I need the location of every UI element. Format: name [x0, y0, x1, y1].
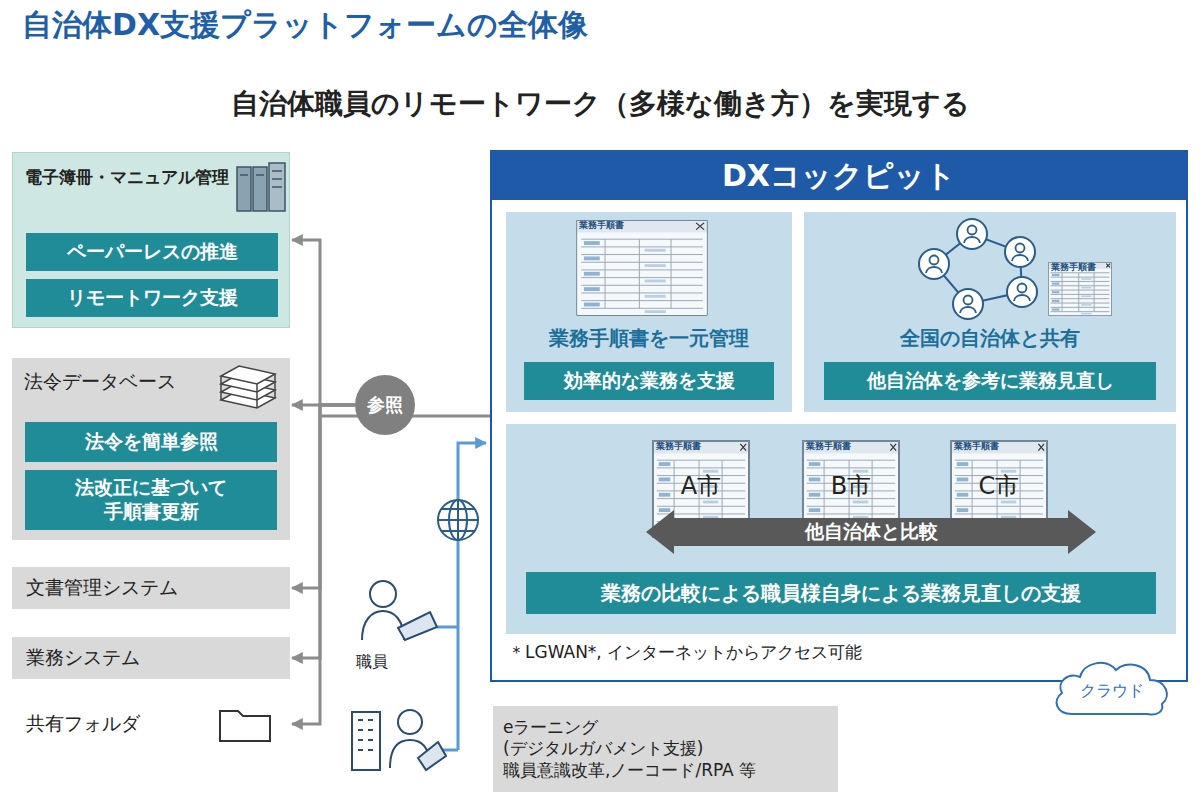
- node-icon: [217, 364, 279, 412]
- node-label: 法令を簡単参照: [85, 430, 218, 454]
- folder-item: 共有フォルダ: [12, 702, 290, 746]
- elearning-box: eラーニング(デジタルガバメント支援)職員意識改革,ノーコード/RPA 等: [493, 706, 838, 792]
- feature-panel: 業務手順書業務手順書を一元管理効率的な業務を支援: [506, 212, 792, 412]
- city-name: B市: [803, 471, 899, 501]
- city-name: A市: [653, 471, 749, 501]
- document-thumbnail: 業務手順書: [576, 220, 708, 316]
- reference-circle: 参照: [355, 375, 415, 435]
- subtitle: 自治体職員のリモートワーク（多様な働き方）を実現する: [0, 86, 1200, 121]
- office-icon: [352, 710, 446, 770]
- thumbnail-title: 業務手順書: [806, 441, 851, 452]
- node-label: 効率的な業務を支援: [564, 369, 735, 393]
- feature-button: 他自治体を参考に業務見直し: [824, 362, 1156, 400]
- page-title: 自治体DX支援プラットフォームの全体像: [22, 6, 588, 44]
- feature-button: リモートワーク支援: [26, 279, 278, 317]
- network-line: [436, 443, 486, 750]
- node-icon: [235, 161, 287, 213]
- reference-connector: [292, 405, 355, 724]
- compare-panel: 業務手順書 A市 業務手順書 B市 業務手順書 C市他自治体と比較業務の比較による職員様自…: [506, 424, 1176, 634]
- cockpit-header: DXコックピット: [492, 152, 1186, 200]
- service-panel: 電子簿冊・マニュアル管理ペーパーレスの推進リモートワーク支援: [12, 152, 290, 328]
- panel-heading: 法令データベース: [24, 370, 176, 394]
- feature-button: 業務の比較による職員様自身による業務見直しの支援: [526, 572, 1156, 614]
- feature-button: 法令を簡単参照: [25, 422, 277, 462]
- panel-heading: 電子簿冊・マニュアル管理: [25, 167, 229, 188]
- reference-connector: [292, 405, 355, 588]
- node-label: (デジタルガバメント支援): [503, 738, 838, 759]
- node-label: 他自治体を参考に業務見直し: [867, 369, 1114, 393]
- thumbnail-title: 業務手順書: [579, 220, 624, 231]
- node-label: ペーパーレスの推進: [67, 240, 238, 264]
- system-bar: 文書管理システム: [12, 567, 290, 609]
- document-thumbnail: 業務手順書: [1048, 262, 1112, 316]
- feature-button: ペーパーレスの推進: [26, 233, 278, 271]
- globe-icon: [438, 500, 478, 540]
- node-label: 法改正に基づいて 手順書更新: [65, 476, 237, 524]
- system-bar: 業務システム: [12, 637, 290, 679]
- node-label: 業務の比較による職員様自身による業務見直しの支援: [601, 581, 1081, 606]
- node-label: 参照: [367, 394, 403, 417]
- node-label: 文書管理システム: [26, 576, 178, 600]
- reference-connector: [292, 240, 355, 405]
- thumbnail-title: 業務手順書: [954, 441, 999, 452]
- staff-icon: [362, 581, 437, 640]
- node-icon: [804, 212, 1044, 332]
- node-label: 業務システム: [26, 646, 140, 670]
- access-note: ＊LGWAN*, インターネットからアクセス可能: [508, 642, 862, 663]
- panel-heading: 全国の自治体と共有: [804, 326, 1176, 351]
- node-label: 他自治体と比較: [805, 520, 938, 544]
- feature-button: 法改正に基づいて 手順書更新: [25, 470, 277, 530]
- city-name: C市: [951, 471, 1047, 501]
- feature-button: 効率的な業務を支援: [524, 362, 774, 400]
- reference-connector: [292, 405, 355, 658]
- node-label: 共有フォルダ: [26, 712, 140, 736]
- thumbnail-title: 業務手順書: [656, 441, 701, 452]
- compare-arrow: 他自治体と比較: [646, 510, 1096, 554]
- service-panel: 法令データベース法令を簡単参照法改正に基づいて 手順書更新: [12, 358, 290, 540]
- node-label: クラウド: [1080, 681, 1144, 701]
- node-label: 職員意識改革,ノーコード/RPA 等: [503, 760, 838, 781]
- staff-label: 職員: [356, 652, 388, 672]
- thumbnail-title: 業務手順書: [1051, 262, 1096, 273]
- node-label: eラーニング: [503, 717, 838, 738]
- cockpit-frame: DXコックピット業務手順書業務手順書を一元管理効率的な業務を支援業務手順書全国の…: [490, 150, 1188, 682]
- node-label: リモートワーク支援: [67, 286, 238, 310]
- panel-heading: 業務手順書を一元管理: [506, 326, 792, 351]
- cloud-shape: クラウド: [1050, 656, 1174, 718]
- feature-panel: 業務手順書全国の自治体と共有他自治体を参考に業務見直し: [804, 212, 1176, 412]
- node-icon: [218, 705, 272, 743]
